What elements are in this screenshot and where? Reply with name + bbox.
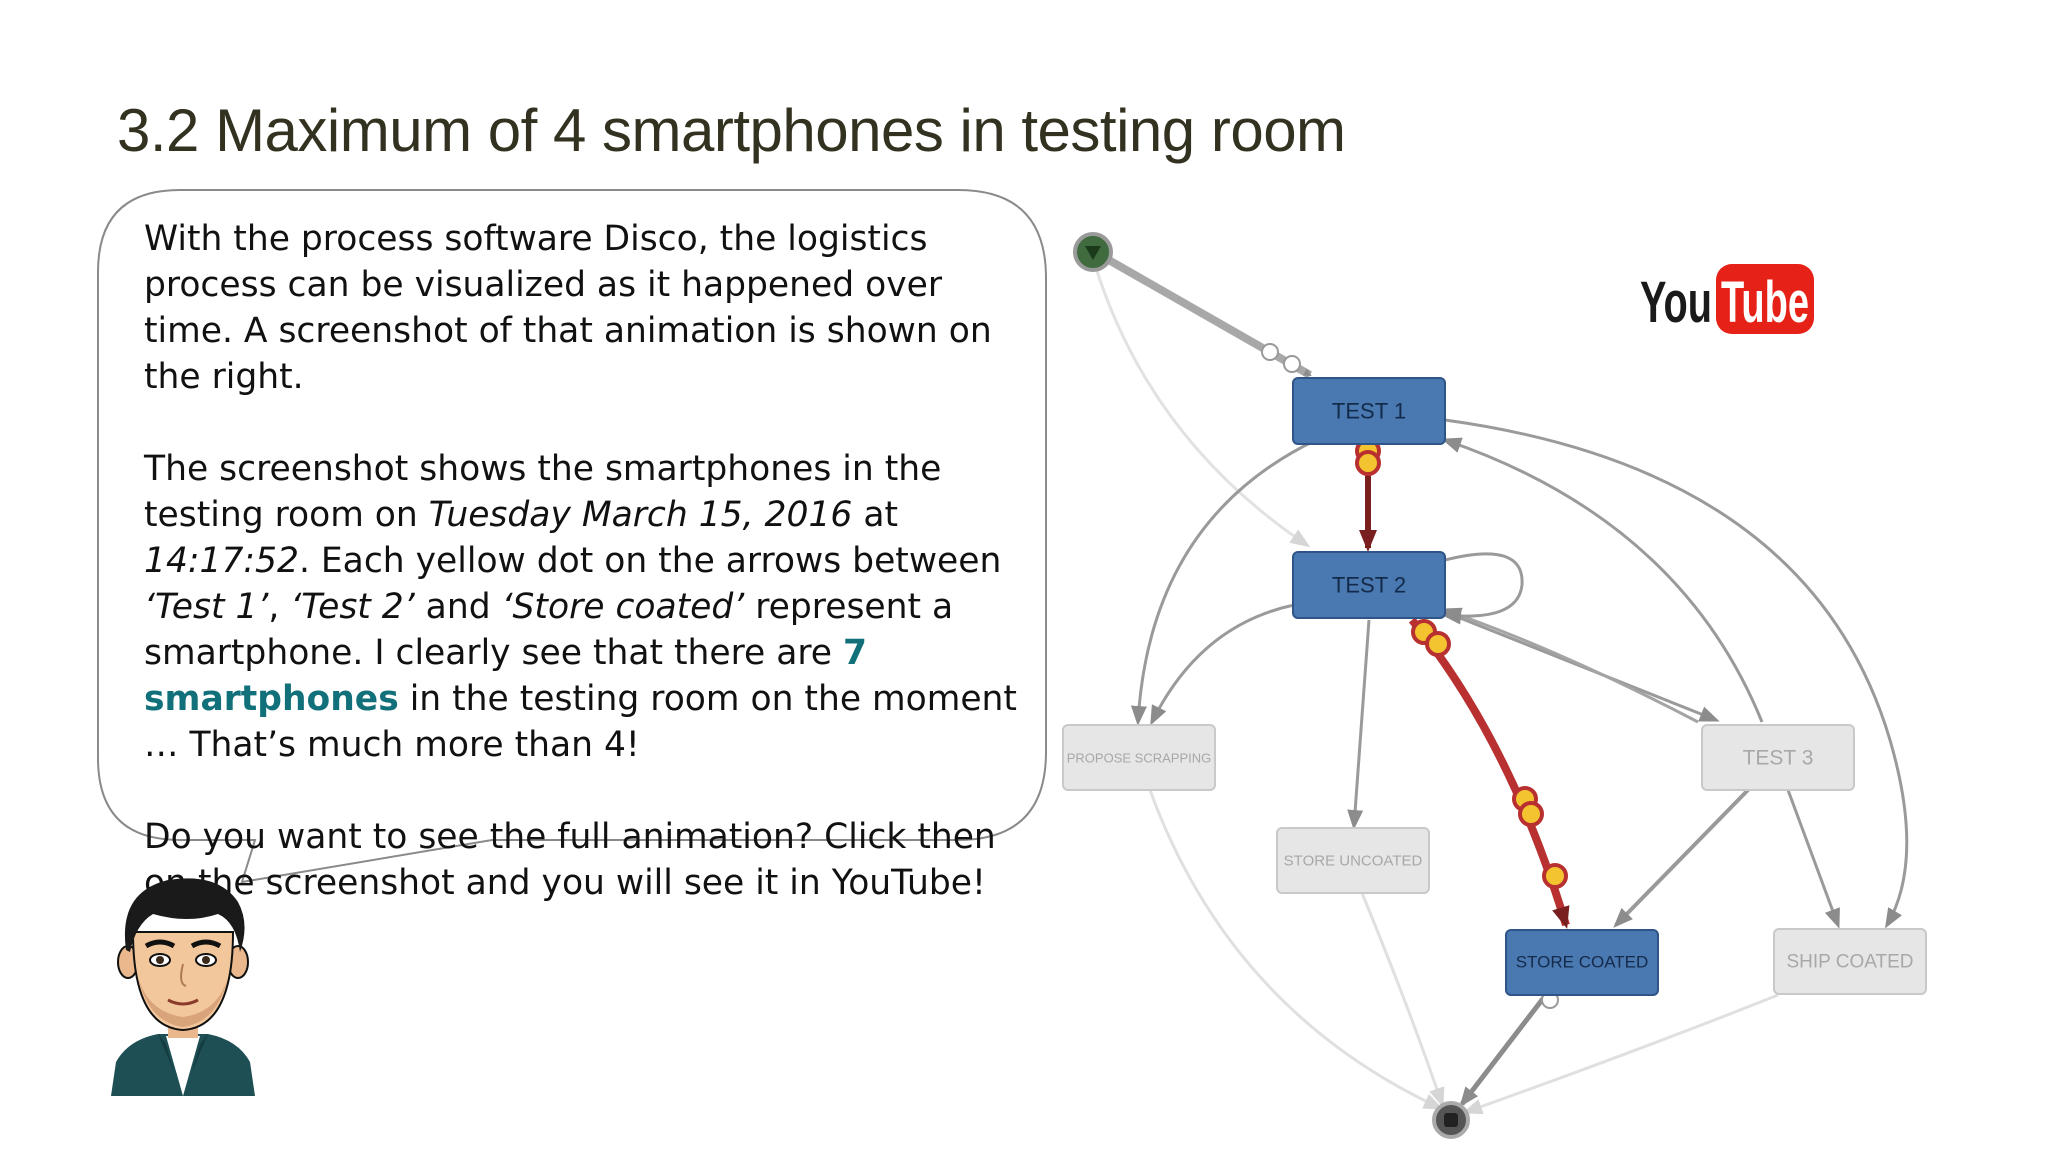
node-label: TEST 2 — [1332, 573, 1406, 598]
smartphone-token — [1518, 801, 1544, 827]
youtube-logo[interactable]: You Tube — [1638, 262, 1818, 337]
node-store-uncoated[interactable]: STORE UNCOATED — [1276, 827, 1430, 894]
edge-start-to-test2 — [1093, 264, 1311, 548]
smartphone-token — [1542, 863, 1568, 889]
edge-test3-to-test2 — [1441, 607, 1699, 724]
text-segment: , — [268, 587, 291, 627]
edge-test1-to-shipcoated — [1444, 418, 1909, 929]
node-test3[interactable]: TEST 3 — [1701, 724, 1855, 791]
node-ship-coated[interactable]: SHIP COATED — [1773, 928, 1927, 995]
date-text: Tuesday March 15, 2016 — [428, 495, 853, 535]
edge-ship-to-end — [1462, 993, 1779, 1115]
node-test2[interactable]: TEST 2 — [1292, 551, 1446, 619]
node-label: TEST 1 — [1332, 399, 1406, 424]
text-segment: at — [852, 495, 898, 535]
node-store-coated[interactable]: STORE COATED — [1505, 929, 1659, 996]
node-label: SHIP COATED — [1786, 952, 1913, 973]
edge-start-to-test1 — [1098, 251, 1312, 379]
node-propose-scrapping[interactable]: PROPOSE SCRAPPING — [1062, 724, 1216, 791]
edge-test3-to-shipcoated — [1786, 789, 1840, 929]
idle-token — [1283, 355, 1301, 373]
text-segment: . Each yellow dot on the arrows between — [298, 541, 1002, 581]
text-segment: in the testing room on the moment … That… — [144, 679, 1017, 765]
time-text: 14:17:52 — [144, 541, 299, 581]
youtube-logo-tube: Tube — [1721, 270, 1809, 335]
paragraph-explanation: The screenshot shows the smartphones in … — [144, 446, 1024, 768]
smartphone-token — [1355, 450, 1381, 476]
node-label: TEST 3 — [1743, 747, 1814, 770]
edge-test2-self-loop — [1441, 552, 1524, 625]
bubble-text: With the process software Disco, the log… — [144, 216, 1024, 906]
end-node — [1432, 1101, 1470, 1139]
idle-token — [1261, 343, 1279, 361]
edge-storeuncoated-to-end — [1360, 892, 1445, 1108]
edge-test2-to-storeuncoated — [1347, 619, 1371, 830]
smartphone-token — [1425, 631, 1451, 657]
edge-test3-to-test1 — [1441, 437, 1764, 723]
paragraph-intro: With the process software Disco, the log… — [144, 219, 992, 397]
youtube-logo-you: You — [1640, 270, 1712, 335]
node-test1[interactable]: TEST 1 — [1292, 377, 1446, 445]
test2-ref: ‘Test 2’ — [290, 587, 415, 627]
text-segment: represent a smartphone. I clearly see th… — [144, 587, 954, 673]
paragraph-call-to-action: Do you want to see the full animation? C… — [144, 817, 996, 903]
node-label: STORE COATED — [1516, 953, 1649, 972]
store-coated-ref: ‘Store coated’ — [501, 587, 745, 627]
edge-test2-to-propose — [1150, 603, 1295, 726]
slide-title: 3.2 Maximum of 4 smartphones in testing … — [117, 97, 1346, 164]
smartphone-count-highlight: 7 smartphones — [144, 633, 867, 719]
text-segment: The screenshot shows the smartphones in … — [144, 449, 942, 535]
start-node — [1073, 232, 1113, 272]
node-label: STORE UNCOATED — [1284, 853, 1423, 870]
edge-test1-to-propose — [1130, 438, 1317, 726]
smartphone-tokens — [1355, 438, 1568, 889]
test1-ref: ‘Test 1’ — [144, 587, 269, 627]
text-segment: and — [414, 587, 502, 627]
edge-test3-to-storecoated — [1613, 788, 1750, 928]
edge-storecoated-to-end — [1459, 994, 1547, 1108]
edge-propose-to-end — [1148, 789, 1444, 1110]
cartoon-man-avatar — [111, 878, 255, 1096]
node-label: PROPOSE SCRAPPING — [1067, 751, 1211, 766]
